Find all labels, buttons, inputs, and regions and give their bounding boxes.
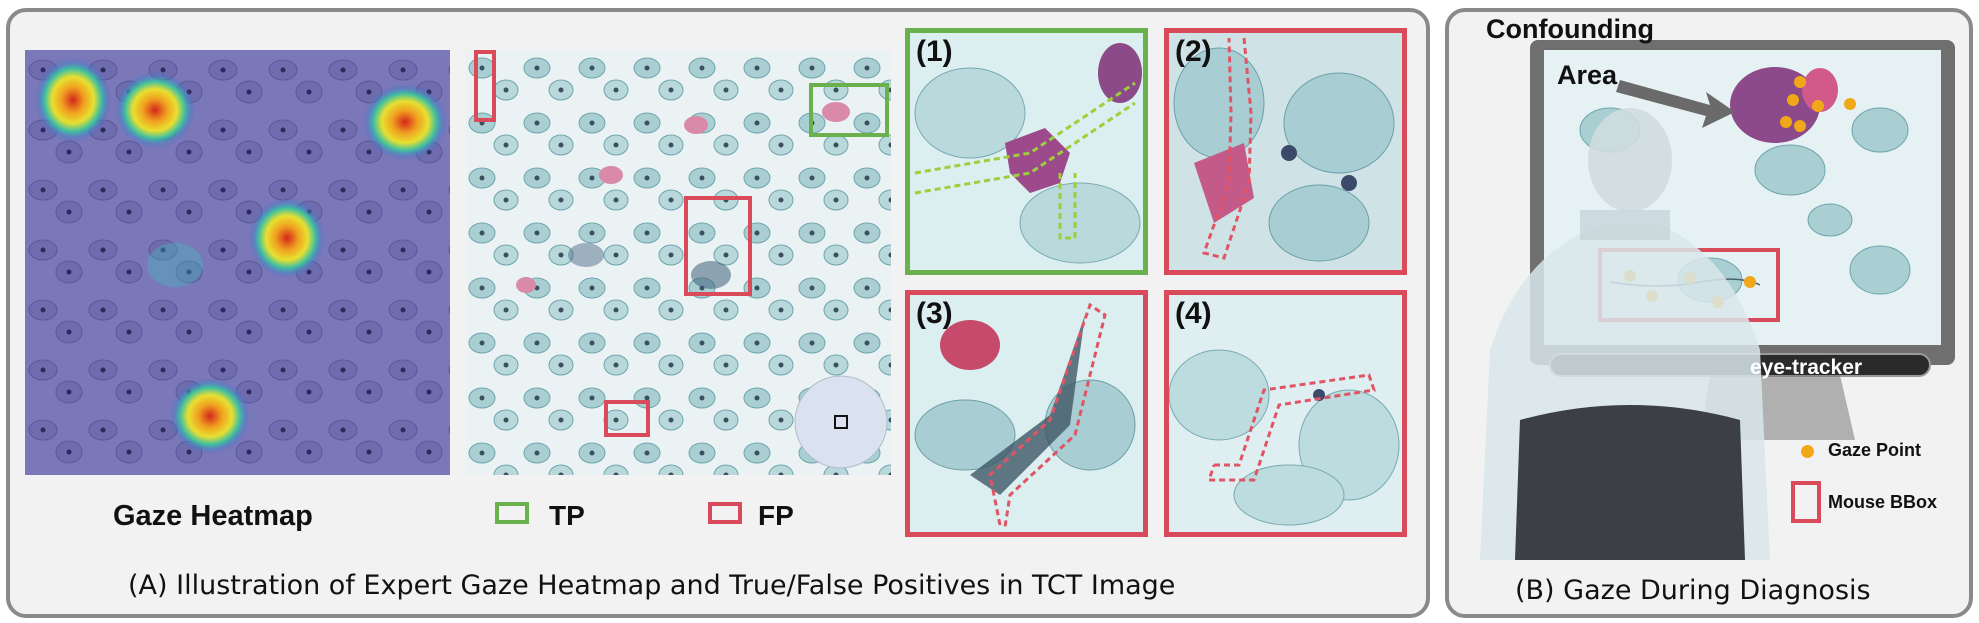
zoom-4-fp: (4) <box>1164 290 1407 537</box>
zoom-label-4: (4) <box>1175 297 1212 330</box>
fp-box-center <box>684 196 752 296</box>
fp-box-bottom <box>604 400 650 437</box>
legend-tp-swatch <box>495 502 529 524</box>
eye-tracker-label: eye-tracker <box>1750 356 1863 379</box>
caption-b: (B) Gaze During Diagnosis <box>1515 575 1871 606</box>
heatmap-label: Gaze Heatmap <box>113 500 313 532</box>
zoom-1-tp: (1) <box>905 28 1148 275</box>
mouse-bbox-legend-label: Mouse BBox <box>1828 492 1938 512</box>
zoom-label-3: (3) <box>916 297 953 330</box>
gaze-point-legend-label: Gaze Point <box>1828 440 1922 460</box>
tct-overview-image <box>466 50 891 475</box>
caption-a: (A) Illustration of Expert Gaze Heatmap … <box>128 570 1176 601</box>
gaze-point-legend-dot <box>1801 445 1814 458</box>
confounding-arrow <box>1616 80 1735 128</box>
confounding-label-line1: Confounding <box>1486 14 1654 44</box>
gaze-points-top <box>1780 76 1856 132</box>
confounding-label-line2: Area <box>1557 60 1618 90</box>
tp-box-top-right <box>809 83 889 137</box>
zoom-3-fp: (3) <box>905 290 1148 537</box>
diagnosis-scene <box>1460 20 1960 560</box>
mouse-bbox-legend-swatch <box>1791 481 1821 523</box>
fp-box-top-left <box>474 50 496 122</box>
legend-fp-label: FP <box>758 500 794 531</box>
legend-fp-swatch <box>708 502 742 524</box>
legend-tp-label: TP <box>549 500 585 531</box>
zoom-2-fp: (2) <box>1164 28 1407 275</box>
zoom-label-1: (1) <box>916 35 953 68</box>
zoom-label-2: (2) <box>1175 35 1212 68</box>
gaze-heatmap-image <box>25 50 450 475</box>
